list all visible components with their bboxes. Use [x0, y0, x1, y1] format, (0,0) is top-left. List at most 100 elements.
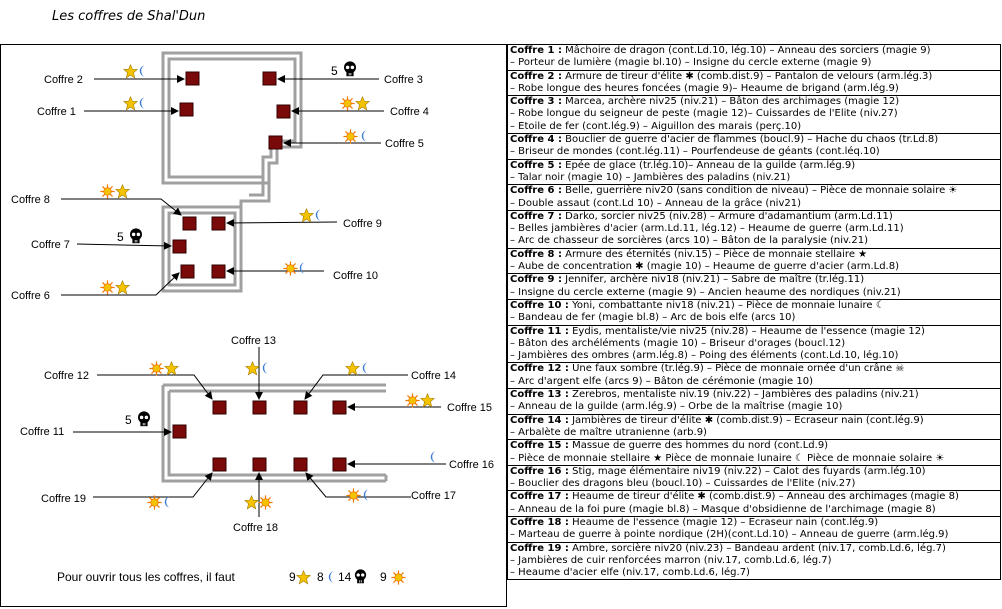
- moon-icon: [299, 262, 306, 274]
- label-coffre-16: Coffre 16: [449, 459, 494, 471]
- page-title: Les coffres de Shal'Dun: [52, 9, 206, 24]
- chest-cell: Coffre 1 : Mâchoire de dragon (cont.Ld.1…: [507, 44, 1001, 71]
- chest-line: – Arc d'argent elfe (arcs 9) – Bâton de …: [510, 376, 998, 388]
- chest-group: [172, 71, 347, 472]
- map-diagram: Coffre 2 Coffre 1 Coffre 3 Coffre 4 Coff…: [11, 51, 494, 585]
- chest-18[interactable]: [252, 457, 267, 472]
- chest-title: Coffre 18 :: [510, 516, 569, 528]
- label-coffre-11: Coffre 11: [20, 426, 64, 438]
- arrow-c8: [61, 198, 182, 216]
- chest-line: – Double assaut (cont.Ld 10) – Anneau de…: [510, 198, 998, 210]
- skull-icon: [138, 411, 150, 427]
- chest-line-text: Eydis, mentaliste/vie niv25 (niv.28) – H…: [572, 325, 925, 337]
- chest-8a[interactable]: [182, 216, 197, 231]
- chest-line-text: Zerebros, mentaliste niv.19 (niv.22) – J…: [572, 389, 919, 401]
- chest-title: Coffre 8 :: [510, 248, 562, 260]
- chest-title: Coffre 3 :: [510, 96, 562, 108]
- chest-line: – Bâton des archéléments (magie 10) – Br…: [510, 338, 998, 350]
- chest-16[interactable]: [332, 457, 347, 472]
- table-row: Coffre 15 : Massue de guerre des hommes …: [507, 439, 1001, 466]
- star-icon: [123, 64, 138, 79]
- chest-11[interactable]: [172, 424, 187, 439]
- label-coffre-1: Coffre 1: [37, 106, 76, 118]
- chest-line: Coffre 3 : Marcea, archère niv25 (niv.21…: [510, 96, 998, 109]
- chest-line-text: – Aube de concentration ✱ (magie 10) – H…: [510, 261, 899, 273]
- chest-line-text: – Insigne du cercle externe (magie 9) – …: [510, 286, 901, 298]
- chest-1[interactable]: [179, 102, 194, 117]
- chest-12[interactable]: [212, 400, 227, 415]
- chest-line-text: – Porteur de lumière (magie bl.10) – Ins…: [510, 57, 872, 69]
- sun-icon: [405, 393, 420, 408]
- chest-19[interactable]: [212, 457, 227, 472]
- chest-cell: Coffre 6 : Belle, guerrière niv20 (sans …: [507, 184, 1001, 211]
- table-row: Coffre 13 : Zerebros, mentaliste niv.19 …: [507, 388, 1001, 415]
- chest-line-text: Yoni, combattante niv18 (niv.21) – Pièce…: [572, 299, 885, 311]
- label-coffre-2: Coffre 2: [44, 74, 83, 86]
- arrow-c6: [61, 272, 180, 296]
- skull-icon: [344, 61, 356, 77]
- room-3-walls: [161, 383, 388, 483]
- chest-4[interactable]: [276, 104, 291, 119]
- table-row: Coffre 6 : Belle, guerrière niv20 (sans …: [507, 184, 1001, 211]
- table-row: Coffre 5 : Epée de glace (tr.lég.10)– An…: [507, 158, 1001, 186]
- chest-line: – Insigne du cercle externe (magie 9) – …: [510, 287, 998, 299]
- label-coffre-13: Coffre 13: [231, 335, 276, 347]
- moon-icon: [139, 65, 146, 77]
- skull-count-c11: 5: [125, 413, 132, 427]
- chest-15[interactable]: [332, 400, 347, 415]
- star-icon: [245, 361, 260, 376]
- chest-3[interactable]: [262, 71, 277, 86]
- label-coffre-7: Coffre 7: [31, 239, 70, 251]
- chest-line-text: Une faux sombre (tr.lég.9) – Pièce de mo…: [572, 363, 905, 375]
- chest-line-text: Heaume de tireur d'élite ✱ (comb.dist.9)…: [572, 491, 959, 503]
- chest-cell: Coffre 3 : Marcea, archère niv25 (niv.21…: [507, 95, 1001, 135]
- chest-7[interactable]: [172, 239, 187, 254]
- chest-line: – Anneau de la guilde (arm.lég.9) – Orbe…: [510, 401, 998, 413]
- chest-title: Coffre 1 :: [510, 45, 562, 56]
- chest-line: – Aube de concentration ✱ (magie 10) – H…: [510, 261, 998, 273]
- chest-line-text: – Talar noir (magie 10) – Jambières des …: [510, 171, 791, 183]
- chest-10[interactable]: [211, 264, 226, 279]
- table-row: Coffre 4 : Bouclier de guerre d'acier de…: [507, 133, 1001, 160]
- chest-13[interactable]: [252, 400, 267, 415]
- chest-line-text: – Briseur de mondes (cont.lég.11) – Pour…: [510, 146, 880, 158]
- chest-title: Coffre 4 :: [510, 134, 562, 146]
- chest-6[interactable]: [180, 264, 195, 279]
- sun-icon: [100, 280, 115, 295]
- chest-line-text: Belle, guerrière niv20 (sans condition d…: [565, 185, 958, 197]
- chest-line-text: – Anneau de la foi pure (magie bl.8) – M…: [510, 503, 936, 515]
- chest-5[interactable]: [268, 135, 283, 150]
- label-coffre-17: Coffre 17: [411, 490, 456, 502]
- chest-line-text: Heaume de l'essence (magie 12) – Ecraseu…: [572, 516, 879, 528]
- chest-line-text: – Bâton des archéléments (magie 10) – Br…: [510, 337, 846, 349]
- chest-line-text: Ambre, sorcière niv20 (niv.23) – Bandeau…: [572, 542, 946, 554]
- chest-17[interactable]: [293, 457, 308, 472]
- chest-cell: Coffre 7 : Darko, sorcier niv25 (niv.28)…: [507, 209, 1001, 249]
- chest-title: Coffre 16 :: [510, 465, 569, 477]
- chest-9[interactable]: [211, 216, 226, 231]
- chest-line-text: Armure de tireur d'élite ✱ (comb.dist.9)…: [565, 70, 933, 82]
- skull-icon: [130, 228, 142, 244]
- arrow-c19: [93, 472, 213, 498]
- table-row: Coffre 3 : Marcea, archère niv25 (niv.21…: [507, 95, 1001, 135]
- chest-line: – Arc de chasseur de sorcières (arcs 10)…: [510, 235, 998, 247]
- chest-title: Coffre 14 :: [510, 414, 569, 426]
- skull-icon: [354, 569, 367, 584]
- label-coffre-6: Coffre 6: [11, 290, 50, 302]
- arrow-c17: [305, 472, 411, 498]
- chest-line: – Marteau de guerre à pointe nordique (2…: [510, 529, 998, 541]
- chest-line: – Bandeau de fer (magie bl.8) – Arc de b…: [510, 312, 998, 324]
- chest-line-text: Mâchoire de dragon (cont.Ld.10, lég.10) …: [565, 45, 931, 56]
- chest-2[interactable]: [185, 71, 200, 86]
- sun-icon: [100, 184, 115, 199]
- label-coffre-18: Coffre 18: [233, 522, 278, 534]
- chest-line-text: Darko, sorcier niv25 (niv.28) – Armure d…: [565, 210, 893, 222]
- sun-icon: [391, 570, 406, 585]
- chest-14[interactable]: [293, 400, 308, 415]
- chest-line-text: Bouclier de guerre d'acier de flammes (b…: [565, 134, 939, 146]
- label-coffre-9: Coffre 9: [343, 218, 382, 230]
- moon-icon: [328, 571, 335, 583]
- room-1-walls: [161, 51, 303, 185]
- chest-line: Coffre 5 : Epée de glace (tr.lég.10)– An…: [510, 160, 998, 172]
- table-row: Coffre 18 : Heaume de l'essence (magie 1…: [507, 515, 1001, 543]
